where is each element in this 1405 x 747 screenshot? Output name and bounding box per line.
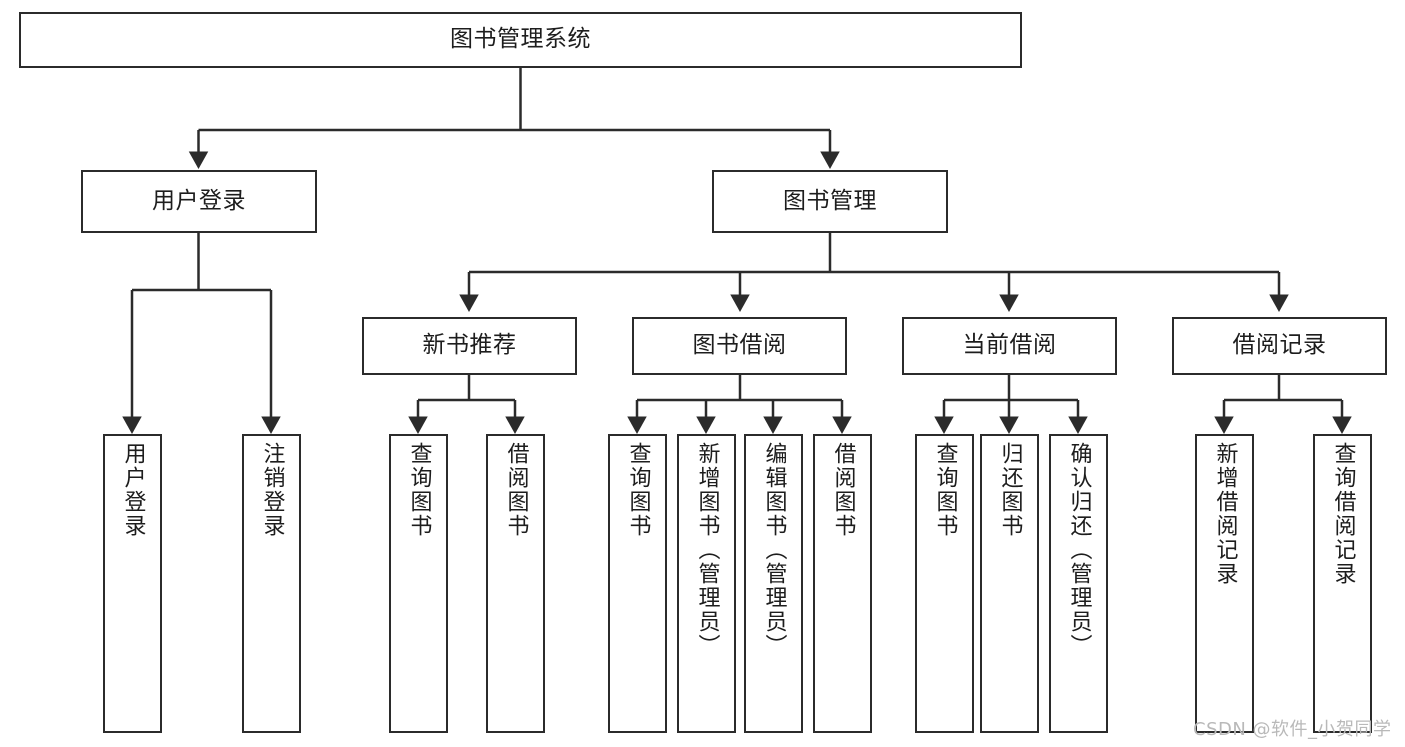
leaf-query-book-recommend[interactable]: 查询图书 xyxy=(389,434,448,733)
node-label: 新书推荐 xyxy=(422,332,517,359)
node-label: 查询借阅记录 xyxy=(1330,442,1356,586)
node-label: 用户登录 xyxy=(152,187,246,214)
watermark-text: CSDN @软件_小贺同学 xyxy=(1193,719,1392,740)
node-book-borrow[interactable]: 图书借阅 xyxy=(632,317,847,375)
leaf-add-borrow-record[interactable]: 新增借阅记录 xyxy=(1195,434,1254,733)
node-label: 新增借阅记录 xyxy=(1212,442,1238,586)
leaf-query-book-borrow[interactable]: 查询图书 xyxy=(608,434,667,733)
node-label: 查询图书 xyxy=(932,442,958,538)
leaf-add-book[interactable]: 新增图书（管理员） xyxy=(677,434,736,733)
node-label: 新增图书（管理员） xyxy=(694,442,720,658)
node-label: 编辑图书（管理员） xyxy=(761,442,787,658)
node-label: 当前借阅 xyxy=(962,332,1057,359)
node-label: 图书管理系统 xyxy=(450,26,591,53)
node-current-borrow[interactable]: 当前借阅 xyxy=(902,317,1117,375)
leaf-user-logout[interactable]: 注销登录 xyxy=(242,434,301,733)
node-label: 借阅记录 xyxy=(1232,332,1327,359)
node-label: 归还图书 xyxy=(997,442,1023,538)
leaf-query-borrow-record[interactable]: 查询借阅记录 xyxy=(1313,434,1372,733)
leaf-confirm-return[interactable]: 确认归还（管理员） xyxy=(1049,434,1108,733)
node-label: 图书借阅 xyxy=(692,332,787,359)
node-label: 图书管理 xyxy=(783,187,877,214)
leaf-query-book-current[interactable]: 查询图书 xyxy=(915,434,974,733)
node-root-system[interactable]: 图书管理系统 xyxy=(19,12,1022,68)
leaf-return-book[interactable]: 归还图书 xyxy=(980,434,1039,733)
node-label: 用户登录 xyxy=(120,442,146,538)
leaf-borrow-book-recommend[interactable]: 借阅图书 xyxy=(486,434,545,733)
leaf-user-login[interactable]: 用户登录 xyxy=(103,434,162,733)
node-user-login[interactable]: 用户登录 xyxy=(81,170,317,233)
node-label: 借阅图书 xyxy=(503,442,529,538)
node-label: 查询图书 xyxy=(406,442,432,538)
node-label: 注销登录 xyxy=(259,442,285,538)
leaf-borrow-book[interactable]: 借阅图书 xyxy=(813,434,872,733)
leaf-edit-book[interactable]: 编辑图书（管理员） xyxy=(744,434,803,733)
node-new-book-recommend[interactable]: 新书推荐 xyxy=(362,317,577,375)
node-borrow-record[interactable]: 借阅记录 xyxy=(1172,317,1387,375)
node-label: 确认归还（管理员） xyxy=(1066,442,1092,658)
node-book-manage[interactable]: 图书管理 xyxy=(712,170,948,233)
node-label: 借阅图书 xyxy=(830,442,856,538)
node-label: 查询图书 xyxy=(625,442,651,538)
